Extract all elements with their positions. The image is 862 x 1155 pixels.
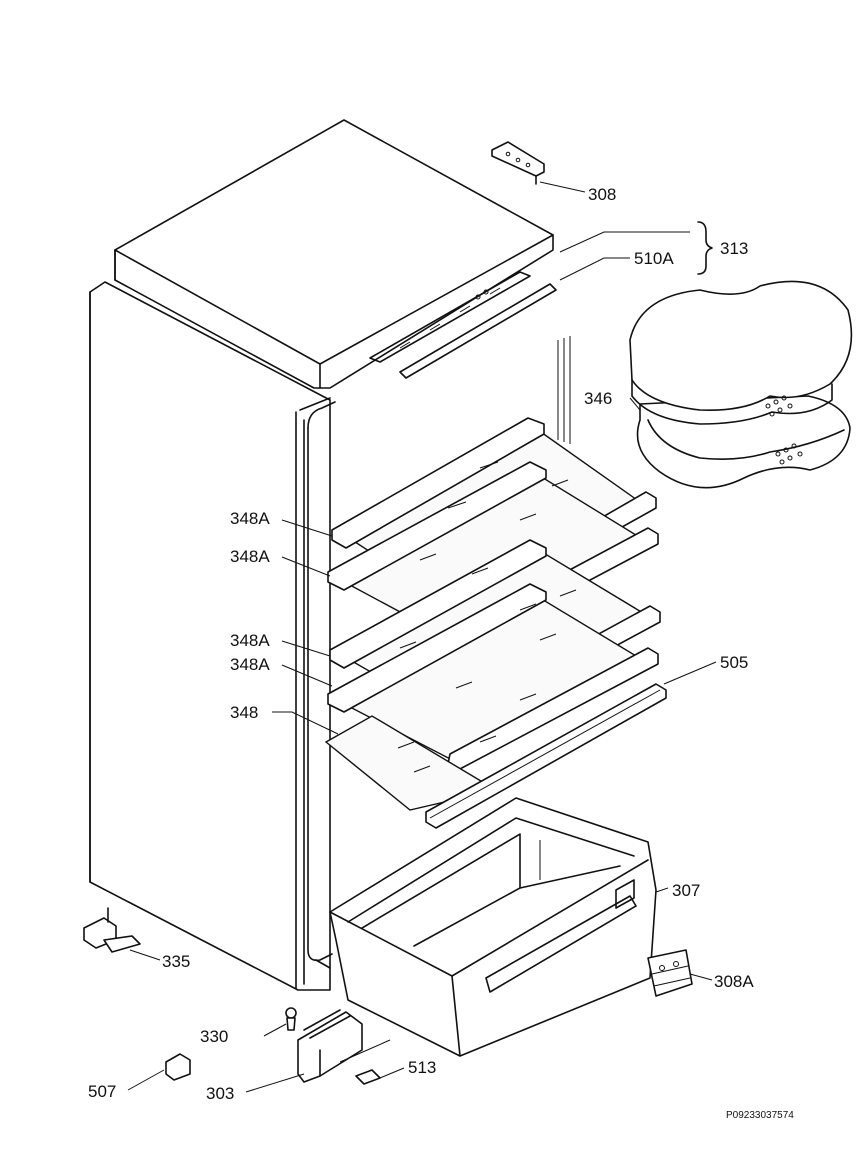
lamp-cover: [399, 283, 557, 379]
label-513: 513: [408, 1058, 436, 1077]
brace-313: [697, 221, 713, 275]
bottom-hinge-335: [83, 907, 141, 953]
egg-tray: [629, 280, 853, 489]
screw-330: [285, 1007, 297, 1031]
label-348A-3: 348A: [230, 631, 270, 650]
clip-507: [165, 1053, 191, 1081]
clip-513: [355, 1069, 381, 1085]
label-348: 348: [230, 703, 258, 722]
cabinet-body: [89, 281, 571, 991]
hinge-308A: [647, 949, 693, 997]
label-303: 303: [206, 1084, 234, 1103]
crisper-drawer: [329, 797, 657, 1057]
reference-code: P09233037574: [726, 1110, 794, 1121]
front-strip: [425, 683, 667, 829]
label-307: 307: [672, 881, 700, 900]
label-308A: 308A: [714, 972, 754, 991]
label-313: 313: [720, 239, 748, 258]
label-346: 346: [584, 389, 612, 408]
label-348A-2: 348A: [230, 547, 270, 566]
label-308: 308: [588, 185, 616, 204]
label-348A-1: 348A: [230, 509, 270, 528]
label-507: 507: [88, 1082, 116, 1101]
label-335: 335: [162, 952, 190, 971]
shelf-4: [327, 583, 659, 771]
label-505: 505: [720, 653, 748, 672]
label-510A: 510A: [634, 249, 674, 268]
door-foot-303: [297, 1009, 391, 1083]
part-labels: 308 313 510A 346 348A 348A 348A 348A 348…: [88, 185, 794, 1121]
glass-reflections: [397, 461, 577, 773]
label-348A-4: 348A: [230, 655, 270, 674]
top-hinge: [491, 141, 545, 185]
leader-lines: [127, 181, 717, 1093]
label-330: 330: [200, 1027, 228, 1046]
top-cover: [114, 119, 557, 389]
